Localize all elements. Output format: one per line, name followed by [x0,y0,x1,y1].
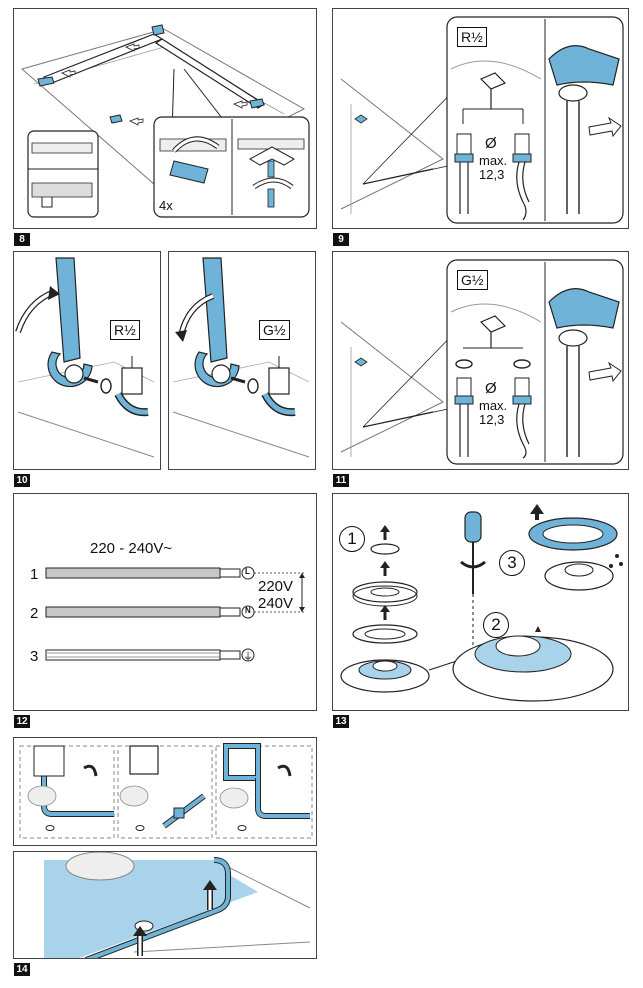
figure-12-illustration [45,566,306,662]
wire-3-number: 3 [30,648,39,665]
figure-14-illustration [44,852,311,958]
terminal-n-label: N [245,606,251,615]
quantity-label: 4x [159,198,173,213]
figure-10-number: 10 [14,474,30,487]
figure-9-illustration [340,16,624,224]
voltage-range-label: 220 - 240V~ [90,540,173,557]
figure-13-number: 13 [333,715,349,728]
figure-8-illustration [20,24,310,218]
wire-2-number: 2 [30,605,39,622]
figure-11-panel: G½ Ø max. 12,3 [332,251,629,470]
thread-size-right-label: G½ [259,320,290,340]
earth-terminal-icon [241,648,255,662]
max-value: 12,3 [479,412,505,427]
figure-13-panel: 1 2 3 [332,493,629,711]
voltage-b-label: 240V [258,595,294,612]
wire-1-number: 1 [30,566,39,583]
figure-10-left-illustration [15,257,155,458]
figure-12-panel: 220 - 240V~ 1 2 3 L N ⏚ 220V 240V [13,493,317,711]
thread-size-label: G½ [457,270,488,290]
figure-14-seal-steps-illustration [19,743,313,839]
step-3-number: 3 [499,550,525,576]
figure-8-number: 8 [14,233,30,246]
diameter-symbol: Ø [485,135,497,152]
figure-10-left-panel: R½ [13,251,161,470]
thread-size-left-label: R½ [110,320,140,340]
thread-size-label: R½ [457,27,487,47]
max-label: max. [479,153,508,168]
voltage-a-label: 220V [258,578,294,595]
figure-14-number: 14 [14,963,30,976]
figure-11-illustration [340,259,624,465]
figure-14-seal-steps-panel [13,737,317,846]
terminal-earth-label: ⏚ [243,652,253,663]
figure-9-number: 9 [333,233,349,246]
figure-12-number: 12 [14,715,30,728]
figure-10-right-illustration [172,257,310,458]
figure-11-number: 11 [333,474,349,487]
step-2-number: 2 [483,612,509,638]
step-1-number: 1 [339,526,365,552]
max-label: max. [479,398,508,413]
figure-9-panel: R½ Ø max. 12,3 [332,8,629,229]
terminal-l-label: L [245,567,250,576]
figure-14-panel [13,851,317,959]
clip-icon [37,24,265,124]
diameter-symbol: Ø [485,380,497,397]
figure-8-panel: 4x [13,8,317,229]
figure-13-illustration [340,504,623,702]
figure-10-right-panel: G½ [168,251,316,470]
max-value: 12,3 [479,167,505,182]
